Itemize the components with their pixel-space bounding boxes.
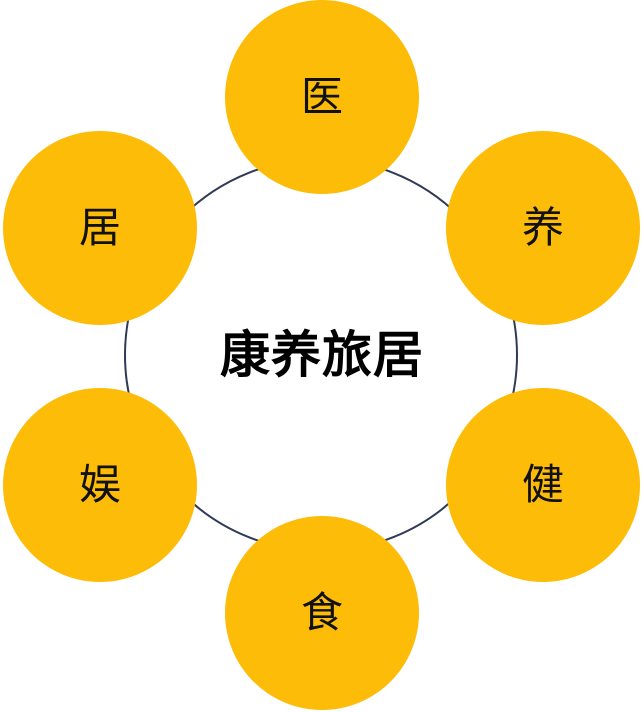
node-jian-health: 健 <box>446 388 640 582</box>
node-yu-entertainment: 娱 <box>3 388 197 582</box>
node-label: 娱 <box>78 460 121 509</box>
node-shi-food: 食 <box>225 516 419 710</box>
node-label: 健 <box>521 460 564 509</box>
node-label: 居 <box>78 203 121 252</box>
node-label: 食 <box>300 588 343 637</box>
node-yi-medical: 医 <box>225 0 419 194</box>
center-title: 康养旅居 <box>220 326 424 384</box>
node-ju-living: 居 <box>3 131 197 325</box>
node-yang-care: 养 <box>446 131 640 325</box>
node-label: 养 <box>521 203 564 252</box>
node-label: 医 <box>300 72 343 121</box>
